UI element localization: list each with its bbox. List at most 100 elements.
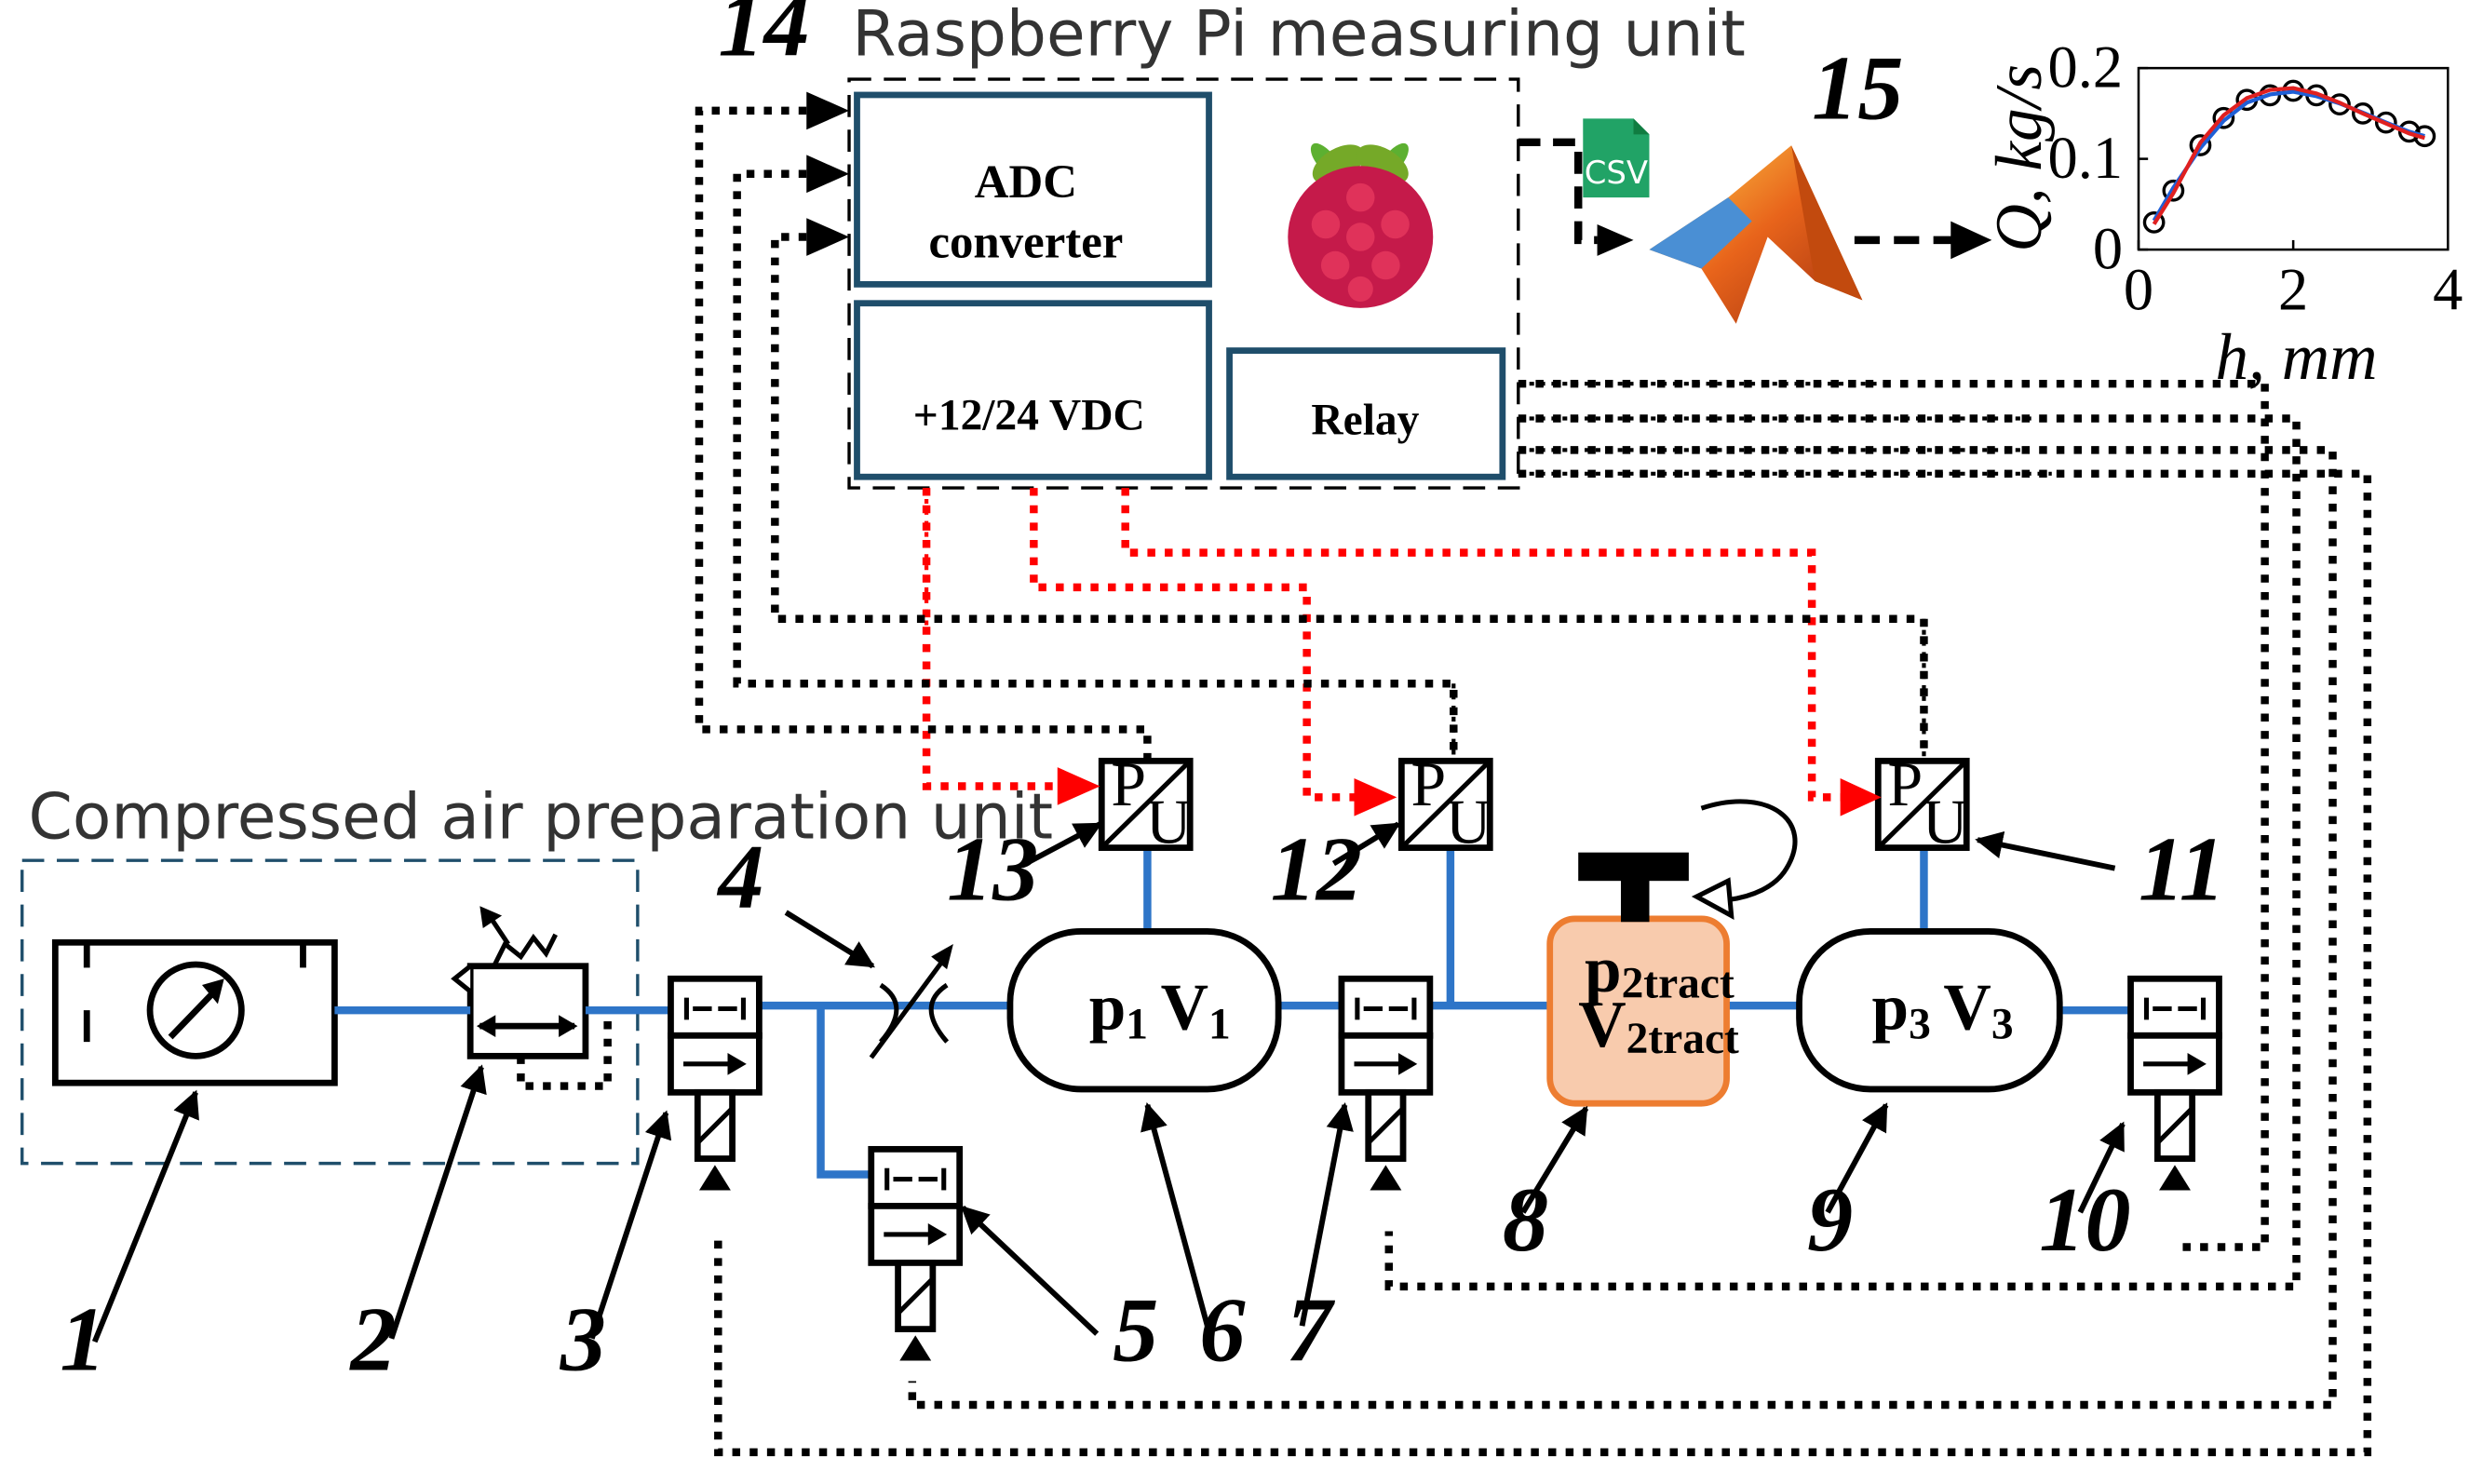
label-15: 15 (1812, 37, 1903, 139)
chart-model-line-red (2152, 86, 2425, 225)
pointer-arrow (960, 1205, 1100, 1336)
measuring-unit: Raspberry Pi measuring unit 14 ADC conve… (718, 0, 1746, 490)
chart-xlabel: h, mm (2216, 321, 2378, 394)
chart-ylabel: Q, kg/s (1983, 64, 2056, 252)
valve-3-symbol (668, 975, 763, 1191)
label-9-group: 9 (1807, 1102, 1889, 1271)
air-preparation-unit: Compressed air preparation unit (20, 779, 1053, 1166)
chart-frame (2137, 66, 2450, 251)
csv-label: CSV (1585, 155, 1648, 191)
chart-ytick-label: 0.1 (2048, 125, 2124, 191)
sensor-label-p: P (1411, 749, 1447, 819)
chart-data-point (2189, 134, 2212, 156)
label-10-group: 10 (2039, 1121, 2131, 1271)
power-label: +12/24 VDC (913, 391, 1145, 439)
label-5: 5 (1113, 1280, 1158, 1382)
valve-5-symbol (868, 1145, 964, 1361)
label-7: 7 (1287, 1280, 1336, 1382)
vessel-tract: p2tract V2tract (1546, 852, 1739, 1107)
label-12: 12 (1271, 819, 1362, 921)
chart-data-point (2142, 210, 2166, 234)
chart-xtick-label: 4 (2433, 257, 2463, 323)
sensor-label-u: U (1446, 787, 1491, 857)
export-line (1518, 138, 1598, 245)
label-14: 14 (718, 0, 809, 76)
pneumatic-lines (334, 845, 2131, 1179)
signal-lines (695, 106, 1928, 762)
valve-10-symbol (2127, 975, 2222, 1191)
label-7-group: 7 (1287, 1101, 1354, 1382)
pointer-arrow (1520, 1105, 1589, 1214)
adc-label-line2: converter (928, 216, 1123, 268)
label-8-group: 8 (1503, 1105, 1589, 1271)
label-11: 11 (2139, 819, 2225, 921)
matlab-logo-icon (1649, 145, 1863, 324)
label-13-group: 13 (947, 819, 1103, 921)
compressor-symbol (51, 938, 338, 1086)
power-supply-box: +12/24 VDC (854, 300, 1212, 480)
label-9: 9 (1807, 1169, 1853, 1271)
chart-data-point (2328, 93, 2351, 116)
throttle-symbol (869, 943, 953, 1059)
label-3: 3 (560, 1289, 606, 1391)
sensor-label-u: U (1923, 787, 1968, 857)
relay-control-lines (714, 379, 2372, 1457)
label-4: 4 (716, 827, 763, 928)
adc-converter-box: ADC converter (854, 91, 1212, 288)
svg-text:V2tract: V2tract (1578, 989, 1739, 1063)
chart-data-point (2397, 120, 2421, 143)
pointer-arrow (1331, 821, 1401, 867)
label-1: 1 (60, 1289, 105, 1391)
sensor-label-p: P (1111, 749, 1146, 819)
pressure-regulator-symbol (451, 906, 612, 1090)
pressure-sensor-11: PU (1874, 749, 1970, 857)
adc-label-line1: ADC (975, 155, 1077, 208)
sensor-label-p: P (1887, 749, 1923, 819)
chart-data-point (2212, 106, 2235, 129)
valve-7-symbol (1338, 975, 1434, 1191)
pointer-arrow (588, 1110, 672, 1340)
chart-ytick-label: 0.2 (2048, 34, 2124, 100)
pointer-arrow (1141, 1102, 1210, 1328)
label-12-group: 12 (1271, 819, 1401, 921)
label-11-group: 11 (1975, 819, 2225, 921)
chart-data-point (2162, 179, 2185, 202)
pressure-sensor-13: PU (1098, 749, 1194, 857)
label-2-group: 2 (348, 1064, 487, 1391)
measuring-unit-title: Raspberry Pi measuring unit (852, 0, 1745, 71)
pressure-sensor-12: PU (1397, 749, 1493, 857)
pointer-arrow (1024, 821, 1103, 867)
chart-xtick-label: 2 (2278, 257, 2308, 323)
chart-xtick-label: 0 (2124, 257, 2153, 323)
raspberry-pi-logo-icon (1288, 142, 1434, 308)
rotation-arrow-icon (1691, 799, 1798, 920)
pointer-arrow (2077, 1121, 2126, 1214)
label-4-group: 4 (716, 827, 875, 969)
chart-data-point (2352, 102, 2374, 125)
power-supply-lines (922, 488, 1882, 816)
label-10: 10 (2039, 1169, 2130, 1271)
label-3-group: 3 (560, 1110, 672, 1391)
pointer-arrow (91, 1089, 199, 1343)
pointer-arrow (388, 1064, 487, 1340)
pointer-arrow (1299, 1101, 1354, 1327)
label-2: 2 (348, 1289, 396, 1391)
relay-label: Relay (1311, 396, 1419, 444)
label-5-group: 5 (960, 1205, 1158, 1382)
relay-box: Relay (1226, 347, 1506, 480)
label-13: 13 (947, 819, 1038, 921)
svg-text:p2tract: p2tract (1585, 934, 1734, 1008)
label-1-group: 1 (60, 1089, 199, 1391)
label-6: 6 (1199, 1280, 1246, 1382)
pointer-arrow (1825, 1102, 1889, 1214)
sensor-label-u: U (1146, 787, 1192, 857)
label-6-group: 6 (1141, 1102, 1246, 1382)
chart-ytick-label: 0 (2093, 215, 2123, 281)
pointer-arrow (1975, 830, 2116, 871)
